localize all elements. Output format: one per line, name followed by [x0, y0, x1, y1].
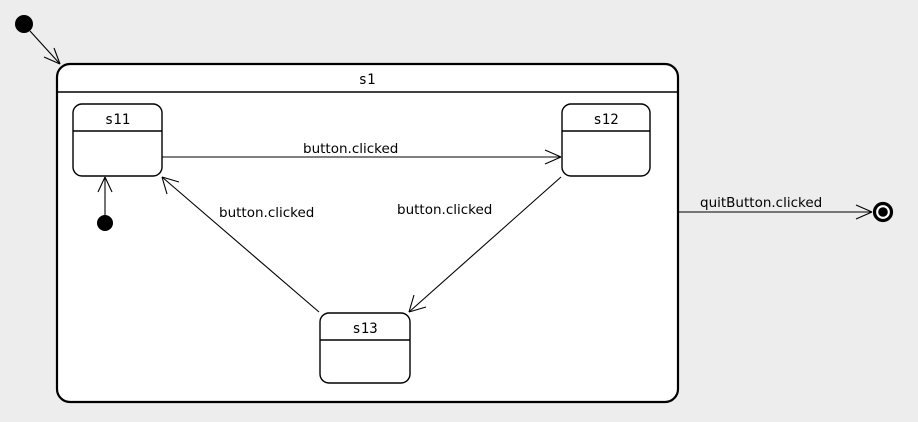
state-s12-body[interactable]	[561, 103, 651, 177]
state-s11-body[interactable]	[72, 103, 163, 177]
transition-initial-to-s1-arrowhead	[43, 47, 61, 65]
transition-s13-to-s11-arrowhead	[161, 176, 180, 195]
state-s13[interactable]: s13	[319, 312, 411, 384]
transition-s12-to-s13-line	[408, 176, 562, 313]
composite-state-s1-label: s1	[359, 72, 376, 88]
composite-state-s1-body[interactable]	[55, 62, 680, 404]
state-s11[interactable]: s11	[72, 103, 163, 177]
composite-state-s1[interactable]: s1	[55, 62, 680, 404]
transition-s1-to-final-label: quitButton.clicked	[700, 195, 822, 211]
transition-s12-to-s13-arrowhead	[408, 294, 427, 313]
transition-initial-to-s11[interactable]	[97, 176, 113, 215]
initial-state-icon[interactable]	[15, 15, 33, 33]
transition-s11-to-s12[interactable]: button.clicked	[162, 141, 562, 165]
state-s12-label: s12	[593, 112, 618, 128]
transition-initial-to-s11-arrowhead	[97, 176, 113, 193]
state-s12[interactable]: s12	[561, 103, 651, 177]
final-state-inner-dot	[878, 207, 888, 217]
transition-s13-to-s11-label: button.clicked	[219, 205, 314, 221]
transition-s12-to-s13[interactable]: button.clicked	[397, 176, 562, 313]
transition-initial-to-s1[interactable]	[29, 30, 61, 65]
state-s13-body[interactable]	[319, 312, 411, 384]
transition-s1-to-final[interactable]: quitButton.clicked	[679, 195, 873, 220]
transition-s11-to-s12-label: button.clicked	[303, 141, 398, 157]
transition-s13-to-s11[interactable]: button.clicked	[161, 176, 320, 313]
state-s13-label: s13	[352, 321, 377, 337]
state-s11-label: s11	[105, 112, 130, 128]
transition-s12-to-s13-label: button.clicked	[397, 202, 492, 218]
transition-s11-to-s12-arrowhead	[544, 149, 562, 165]
transition-s1-to-final-arrowhead	[855, 204, 873, 220]
transition-initial-to-s1-line	[29, 30, 61, 65]
transition-s13-to-s11-line	[161, 176, 320, 313]
final-state-icon[interactable]	[872, 201, 894, 223]
initial-substate-icon[interactable]	[97, 215, 113, 231]
